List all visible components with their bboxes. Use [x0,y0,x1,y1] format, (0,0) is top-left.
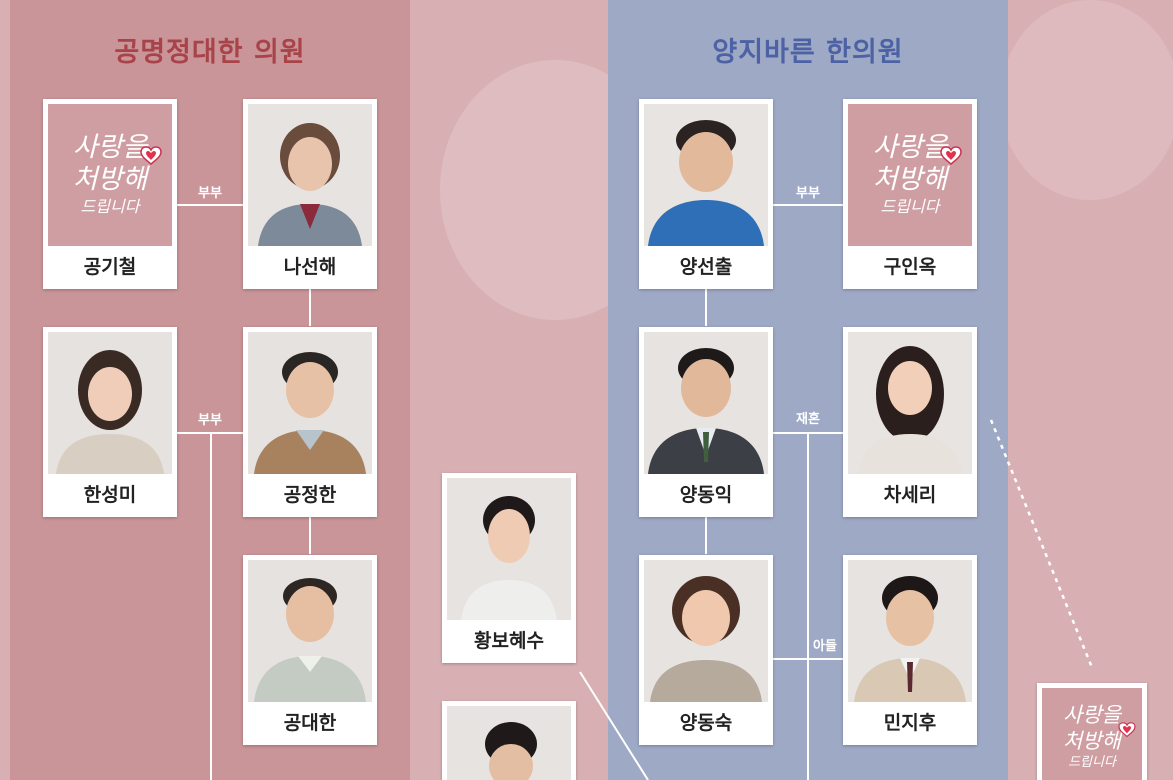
portrait-placeholder [644,104,768,246]
portrait-placeholder [447,706,571,780]
character-photo: 사랑을 처방해 드립니다 [48,104,172,246]
relation-label-son: 아들 [813,639,837,654]
character-card[interactable]: 양동숙 [639,555,773,745]
character-card[interactable]: 나선해 [243,99,377,289]
group-title: 공명정대한 의원 [114,37,306,68]
portrait-placeholder [447,478,571,620]
character-photo [644,104,768,246]
portrait-placeholder [248,560,372,702]
portrait-placeholder [248,332,372,474]
character-name: 나선해 [283,256,337,278]
character-photo [48,332,172,474]
portrait-placeholder [248,104,372,246]
character-card[interactable]: 한성미 [43,327,177,517]
character-name: 구인옥 [883,256,937,278]
character-card[interactable]: 사랑을 처방해 드립니다 공기철 [43,99,177,289]
relation-line [773,204,844,206]
character-card[interactable] [442,701,576,780]
drama-logo: 사랑을 처방해 드립니다 [872,132,948,216]
character-card[interactable]: 사랑을 처방해 드립니다 구인옥 [843,99,977,289]
character-name: 공정한 [283,484,337,506]
character-name: 양선출 [679,256,733,278]
character-card[interactable]: 공대한 [243,555,377,745]
character-name: 황보혜수 [474,630,544,652]
drama-logo: 사랑을 처방해 드립니다 [72,132,148,216]
relation-line [705,517,707,554]
character-card[interactable]: 공정한 [243,327,377,517]
character-photo: 사랑을 처방해 드립니다 [848,104,972,246]
relation-line [807,433,809,780]
relation-line [773,658,844,660]
portrait-placeholder [644,560,768,702]
relation-line [705,289,707,326]
relation-label-couple: 부부 [198,413,222,428]
portrait-placeholder [848,332,972,474]
character-name: 공대한 [283,712,337,734]
group-title: 양지바른 한의원 [712,37,904,68]
portrait-placeholder [848,560,972,702]
heart-icon [140,146,162,165]
relation-label-remarriage: 재혼 [796,412,820,427]
character-card[interactable]: 양동익 [639,327,773,517]
relation-line [177,204,243,206]
heart-icon [1118,722,1136,738]
character-photo [447,706,571,780]
relation-line [309,517,311,554]
relation-line-diagonal [579,671,649,780]
character-photo [248,332,372,474]
character-name: 공기철 [83,256,137,278]
portrait-placeholder [48,332,172,474]
character-name: 차세리 [883,484,937,506]
character-photo [644,560,768,702]
character-photo [248,560,372,702]
character-photo [848,560,972,702]
character-photo [447,478,571,620]
character-card[interactable]: 양선출 [639,99,773,289]
relation-line-dotted [989,419,1095,671]
relation-line [309,289,311,326]
character-name: 한성미 [83,484,137,506]
character-card[interactable]: 사랑을 처방해 드립니다 [1037,683,1147,780]
character-photo [848,332,972,474]
character-photo [644,332,768,474]
character-card[interactable]: 황보혜수 [442,473,576,663]
character-name: 민지후 [883,712,937,734]
portrait-placeholder [644,332,768,474]
background-heart-shape [1000,0,1173,200]
drama-logo: 사랑을 처방해 드립니다 [1063,703,1121,770]
character-name: 양동숙 [679,712,733,734]
heart-icon [940,146,962,165]
relation-label-couple: 부부 [198,186,222,201]
character-card[interactable]: 민지후 [843,555,977,745]
character-photo [248,104,372,246]
relation-line [210,433,212,780]
character-name: 양동익 [679,484,733,506]
relation-label-couple: 부부 [796,186,820,201]
character-photo: 사랑을 처방해 드립니다 [1042,688,1142,780]
character-card[interactable]: 차세리 [843,327,977,517]
